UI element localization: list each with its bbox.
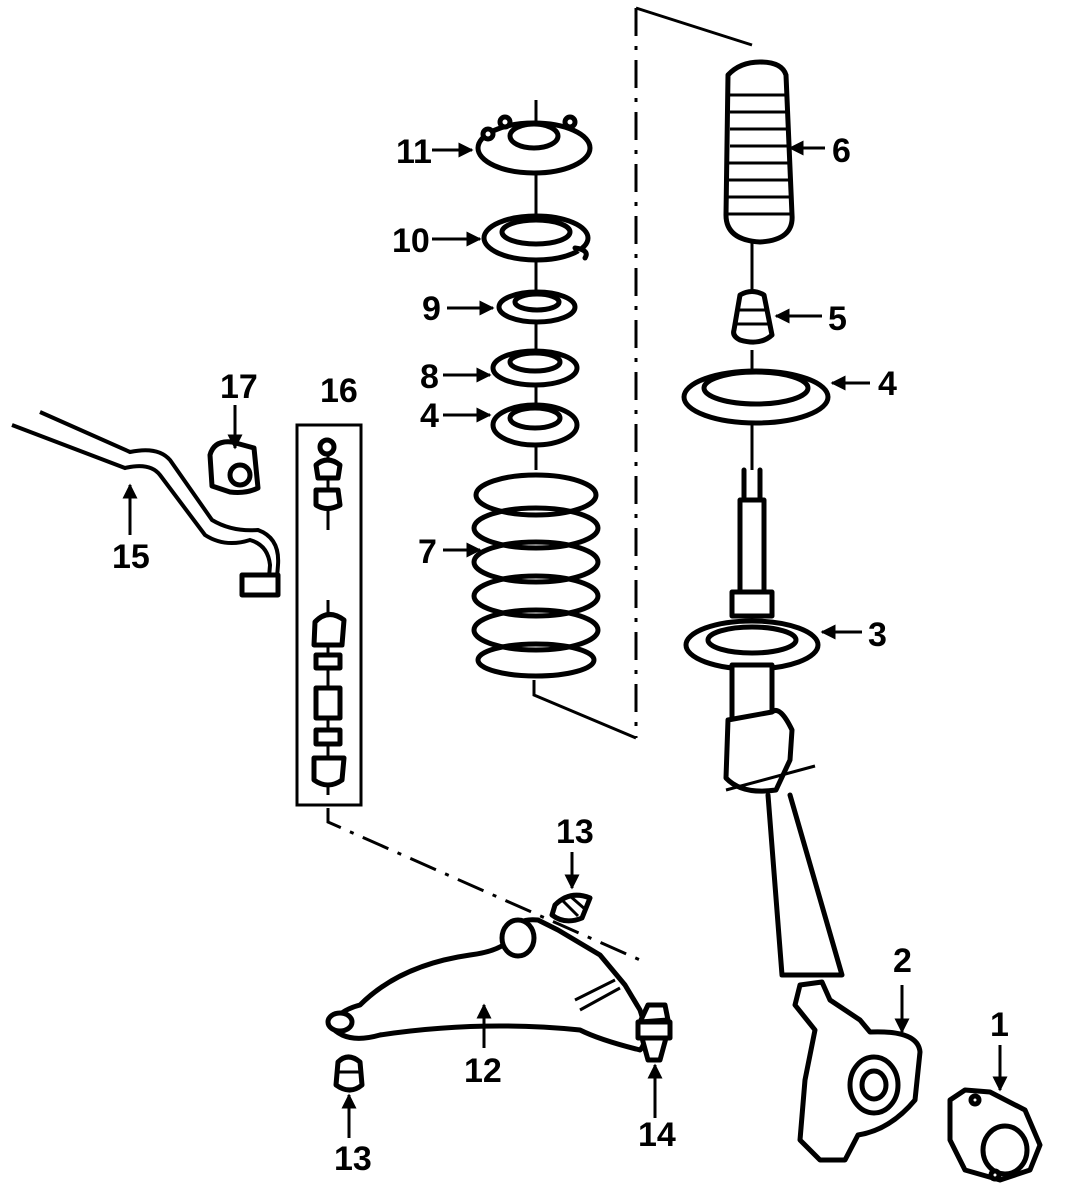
callout-2: 2 xyxy=(893,942,912,980)
callout-5: 5 xyxy=(828,300,847,338)
callout-8: 8 xyxy=(420,358,439,396)
callout-4-strut: 4 xyxy=(878,365,897,403)
leader-arrows xyxy=(122,140,1008,1138)
upper-strut-mount xyxy=(475,114,593,176)
bearing-ring xyxy=(496,289,578,325)
callout-11: 11 xyxy=(396,133,432,171)
callout-10: 10 xyxy=(392,222,430,260)
callout-6: 6 xyxy=(832,132,851,170)
ball-joint xyxy=(635,1002,673,1063)
stabilizer-bushing xyxy=(207,439,261,495)
callout-13-upper: 13 xyxy=(556,813,594,851)
callout-labels: 1 2 3 4 4 5 6 7 8 9 10 11 12 13 13 14 15… xyxy=(112,132,1009,1178)
callout-4-spring: 4 xyxy=(420,397,439,435)
coil-spring xyxy=(471,472,601,679)
control-arm-bushing-upper xyxy=(549,892,593,924)
strut-dust-boot xyxy=(723,59,795,245)
lower-control-arm xyxy=(325,917,648,1053)
callout-12: 12 xyxy=(464,1052,502,1090)
callout-13-lower: 13 xyxy=(334,1140,372,1178)
callout-14: 14 xyxy=(638,1116,676,1154)
wheel-hub xyxy=(947,1087,1043,1183)
callout-16: 16 xyxy=(320,372,358,410)
spring-insulator-upper xyxy=(490,348,580,388)
strut-upper-seat xyxy=(681,368,831,426)
callout-7: 7 xyxy=(418,533,437,571)
callout-15: 15 xyxy=(112,538,150,576)
stabilizer-bar xyxy=(11,410,281,598)
strut-assembly xyxy=(683,467,821,794)
upper-spring-seat xyxy=(481,213,591,263)
callout-17: 17 xyxy=(220,368,258,406)
steering-knuckle xyxy=(765,792,923,1163)
spring-insulator-left xyxy=(490,402,580,448)
callout-9: 9 xyxy=(422,290,441,328)
callout-3: 3 xyxy=(868,616,887,654)
bump-stop xyxy=(731,289,775,345)
stabilizer-link-kit xyxy=(295,423,363,807)
callout-1: 1 xyxy=(990,1006,1009,1044)
control-arm-bushing-lower xyxy=(333,1054,365,1093)
